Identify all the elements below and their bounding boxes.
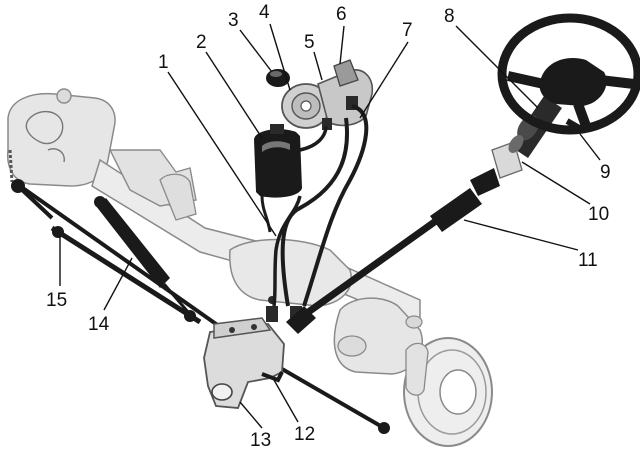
- steering-damper: [94, 196, 196, 322]
- gear-bolt-2: [251, 324, 257, 330]
- callout-8: 8: [444, 6, 455, 27]
- leader-12: [273, 379, 299, 423]
- damper-body: [96, 198, 170, 288]
- callout-14: 14: [88, 314, 110, 335]
- pump-pulley-center: [300, 100, 312, 112]
- shaft-universal-joint-upper: [470, 168, 500, 196]
- right-tie-rod-end: [378, 422, 390, 434]
- reservoir-highlight: [262, 141, 290, 152]
- wheel-spoke-left: [506, 71, 546, 89]
- left-housing-detail: [25, 111, 65, 163]
- wheel-rim-outer: [497, 13, 640, 135]
- wheel-spoke-bottom: [573, 102, 591, 128]
- reservoir-neck: [270, 124, 284, 134]
- leader-2: [205, 51, 263, 139]
- axle-bracket-right: [159, 173, 197, 221]
- pump-inlet-fitting: [322, 118, 332, 130]
- steering-gear-unit: [203, 296, 302, 409]
- leader-10: [521, 161, 591, 205]
- shaft-sleeve: [430, 188, 482, 232]
- gear-bolt-1: [229, 327, 235, 333]
- callout-12: 12: [294, 424, 315, 445]
- right-caliper: [405, 342, 429, 396]
- front-axle-assembly: [6, 88, 493, 447]
- callout-2: 2: [196, 32, 207, 53]
- damper-mount: [94, 196, 106, 208]
- callout-7: 7: [402, 20, 413, 41]
- callout-9: 9: [600, 162, 611, 183]
- callout-3: 3: [228, 10, 239, 31]
- steering-wheel: [497, 13, 640, 135]
- pump-to-reservoir-link: [260, 195, 272, 233]
- leader-11: [463, 219, 579, 251]
- leader-4: [269, 23, 291, 91]
- leader-8: [455, 25, 539, 109]
- pressure-hose: [302, 104, 369, 307]
- wheel-spoke-right: [599, 75, 635, 89]
- tie-rod-lower: [268, 360, 386, 430]
- gear-output-port: [211, 383, 233, 401]
- leader-3: [239, 29, 273, 73]
- wheel-hub: [539, 58, 607, 106]
- shaft-universal-joint-lower: [286, 306, 316, 334]
- right-hub-bolt: [405, 315, 423, 329]
- leader-13: [239, 401, 263, 429]
- left-link-rod: [50, 225, 202, 325]
- pump-valve-block: [333, 59, 359, 87]
- left-housing-chain: [8, 149, 14, 183]
- column-lever: [565, 118, 583, 132]
- callout-10: 10: [588, 204, 609, 225]
- left-link-ball-joint: [52, 226, 64, 238]
- return-hose: [280, 117, 350, 307]
- valve-fitting-a: [266, 306, 278, 322]
- callout-11: 11: [578, 250, 598, 271]
- damper-rod: [162, 283, 190, 313]
- leader-5: [313, 51, 323, 81]
- steering-shaft-assembly: [286, 96, 562, 334]
- leader-lines: [59, 23, 601, 429]
- reservoir-feed-hose: [272, 195, 302, 307]
- left-breather-cap: [56, 88, 72, 104]
- left-axle-housing: [6, 92, 116, 187]
- steering-gear-cover: [213, 317, 272, 339]
- linkage: [11, 179, 390, 434]
- power-steering-pump-group: [254, 59, 374, 198]
- leader-14: [103, 257, 133, 311]
- fluid-reservoir: [254, 129, 302, 198]
- intermediate-shaft: [297, 215, 443, 321]
- callout-numbers: 1 2 3 4 5 6 7 8 9 10 11 12 13 14 15: [46, 2, 611, 451]
- leader-7: [359, 41, 409, 119]
- reservoir-supply-hose: [299, 125, 328, 152]
- leader-9: [579, 133, 601, 161]
- damper-end: [184, 310, 196, 322]
- callout-15: 15: [46, 290, 67, 311]
- callout-5: 5: [304, 32, 315, 53]
- callout-13: 13: [250, 430, 271, 451]
- left-steering-arm: [16, 184, 54, 220]
- leader-6: [339, 25, 345, 65]
- right-hub-center: [439, 369, 477, 415]
- leader-1: [167, 71, 277, 237]
- reservoir-cap-top: [270, 71, 282, 77]
- pitman-arm: [261, 371, 284, 383]
- hydraulic-hoses: [260, 104, 369, 307]
- callout-6: 6: [336, 4, 347, 25]
- column-collar-lower: [508, 135, 524, 153]
- callout-4: 4: [259, 2, 270, 23]
- right-kingpin-boss: [337, 335, 367, 357]
- callout-1: 1: [158, 52, 169, 73]
